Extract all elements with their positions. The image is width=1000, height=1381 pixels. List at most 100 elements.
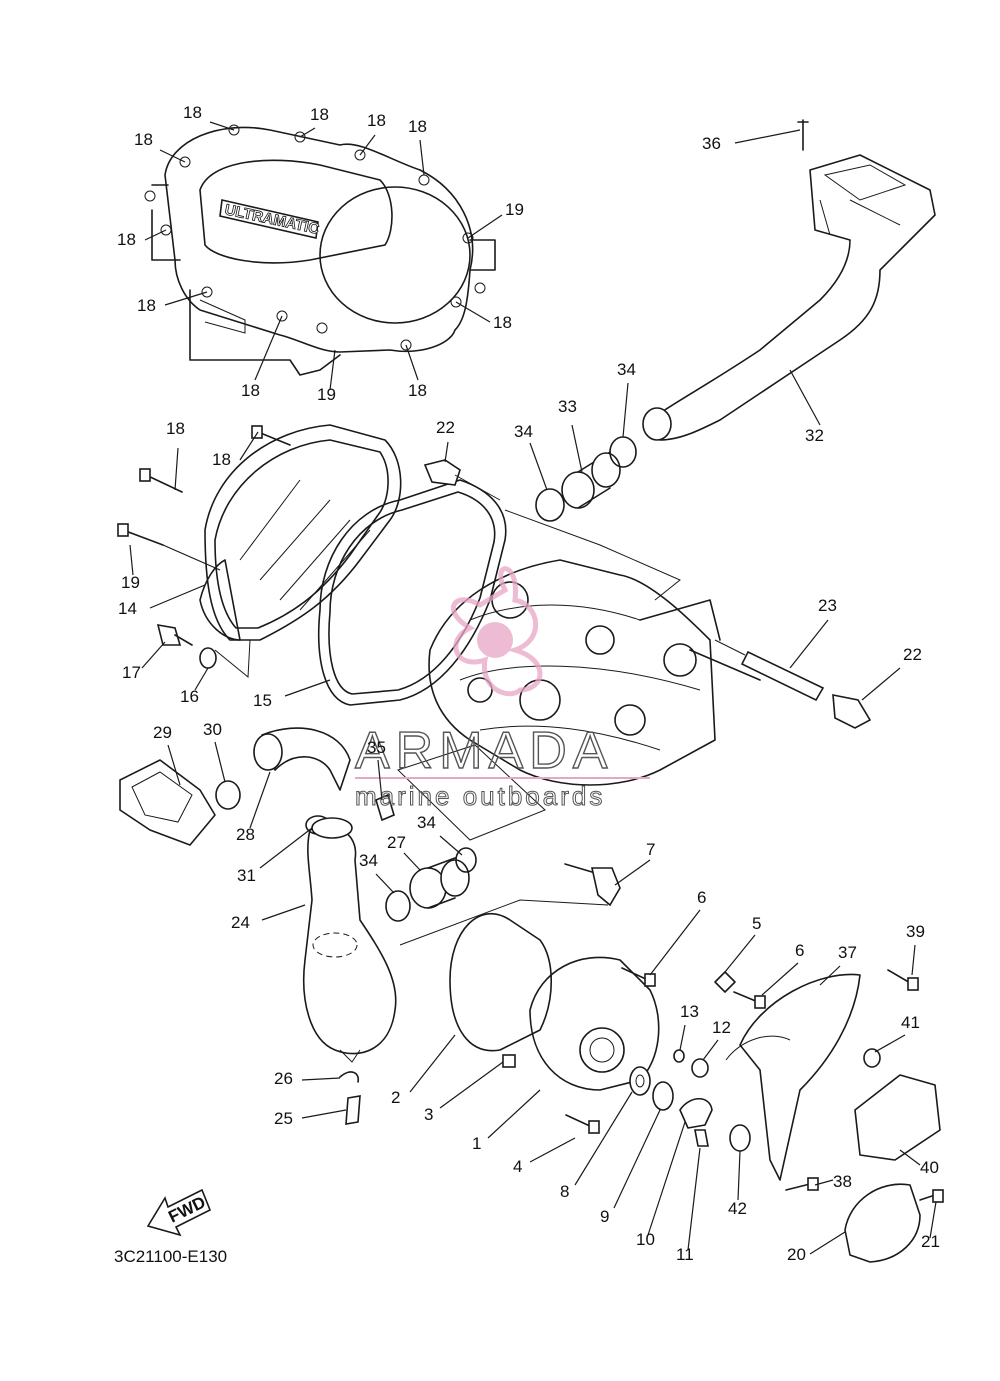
callout-leader-line xyxy=(874,1034,906,1053)
callout-label-19: 19 xyxy=(317,385,336,404)
ultramatic-badge-text: ULTRAMATIC xyxy=(223,201,321,238)
callout-leader-line xyxy=(284,679,331,697)
callout-leader-line xyxy=(529,1137,576,1163)
callout-leader-line xyxy=(724,934,756,973)
callout-leader-line xyxy=(167,744,181,786)
callout-label-5: 5 xyxy=(752,914,761,933)
callout-label-34: 34 xyxy=(514,422,533,441)
part-35-screw xyxy=(375,793,395,822)
callout-leader-line xyxy=(239,431,259,461)
part-2-gasket-lower xyxy=(449,913,553,1052)
part-23-pipe xyxy=(714,639,825,702)
callout-label-30: 30 xyxy=(203,720,222,739)
callout-leader-line xyxy=(789,619,829,669)
callout-label-4: 4 xyxy=(513,1157,522,1176)
callout-leader-line xyxy=(409,1034,456,1093)
callout-leader-line xyxy=(613,1109,661,1209)
part-8-bearing xyxy=(629,1066,651,1096)
callout-label-22: 22 xyxy=(436,418,455,437)
callout-leader-line xyxy=(439,1061,504,1109)
callout-label-1: 1 xyxy=(472,1134,481,1153)
part-34-clamp-d xyxy=(455,847,477,873)
callout-leader-line xyxy=(487,1089,541,1139)
callout-leader-line xyxy=(467,214,503,239)
callout-label-19: 19 xyxy=(121,573,140,592)
callout-leader-line xyxy=(571,424,583,473)
callout-label-34: 34 xyxy=(359,851,378,870)
part-17-bolt xyxy=(156,623,193,646)
callout-label-28: 28 xyxy=(236,825,255,844)
callout-label-18: 18 xyxy=(367,111,386,130)
callout-label-22: 22 xyxy=(903,645,922,664)
callout-leader-line xyxy=(164,291,208,306)
callout-leader-line xyxy=(375,873,395,894)
watermark-brand: ARMADA xyxy=(355,722,613,780)
callout-leader-line xyxy=(194,667,209,691)
watermark-logo xyxy=(450,566,543,697)
callout-label-12: 12 xyxy=(712,1018,731,1037)
part-7-sensor xyxy=(564,863,621,907)
callout-leader-line xyxy=(405,344,419,381)
part-34-clamp-a xyxy=(535,488,565,522)
callout-leader-line xyxy=(159,149,186,163)
callout-label-10: 10 xyxy=(636,1230,655,1249)
callout-label-14: 14 xyxy=(118,599,137,618)
callout-label-34: 34 xyxy=(417,813,436,832)
callout-label-18: 18 xyxy=(117,230,136,249)
callout-leader-line xyxy=(647,1121,686,1236)
part-25-band xyxy=(345,1095,361,1125)
callout-leader-line xyxy=(209,121,235,131)
ultramatic-badge: ULTRAMATIC xyxy=(219,199,321,239)
callout-label-2: 2 xyxy=(391,1088,400,1107)
part-28-intake-duct xyxy=(253,727,351,791)
callout-label-18: 18 xyxy=(310,105,329,124)
part-34-clamp-b xyxy=(609,436,637,468)
callout-label-42: 42 xyxy=(728,1199,747,1218)
part-39-bolt xyxy=(887,969,919,991)
part-24-intake-tube xyxy=(302,817,397,1063)
cvt-inner-cover xyxy=(199,424,402,641)
callout-leader-line xyxy=(261,904,306,921)
callout-leader-line xyxy=(789,369,821,426)
callout-leader-line xyxy=(814,1179,834,1186)
callout-label-7: 7 xyxy=(646,840,655,859)
part-12-plug xyxy=(691,1058,709,1078)
callout-leader-line xyxy=(861,667,901,701)
callout-leader-line xyxy=(439,835,463,856)
part-6-bolt-b xyxy=(733,991,766,1009)
callout-label-9: 9 xyxy=(600,1207,609,1226)
callout-leader-line xyxy=(403,852,421,871)
callout-label-18: 18 xyxy=(134,130,153,149)
callout-label-35: 35 xyxy=(367,738,386,757)
part-42-spacer xyxy=(729,1124,751,1152)
crankcase-bracket-top xyxy=(504,509,681,601)
part-38-bolt xyxy=(785,1177,819,1191)
callout-leader-line xyxy=(444,441,449,463)
fwd-arrow-icon: FWD xyxy=(146,1188,212,1237)
part-10-plate xyxy=(679,1097,713,1129)
part-36-clip xyxy=(797,119,809,151)
callout-label-18: 18 xyxy=(137,296,156,315)
callout-leader-line xyxy=(249,771,271,829)
part-5-clip xyxy=(714,971,736,993)
callout-leader-line xyxy=(761,962,799,996)
callout-leader-line xyxy=(614,859,651,886)
part-22-plug-top xyxy=(423,459,501,501)
callout-label-15: 15 xyxy=(253,691,272,710)
part-16-grommet xyxy=(199,647,217,669)
part-29-intake-box xyxy=(119,759,216,846)
engine-crankcase xyxy=(428,559,761,786)
callout-leader-line xyxy=(622,382,629,438)
part-34-clamp-c xyxy=(385,890,411,922)
callout-label-23: 23 xyxy=(818,596,837,615)
part-37-cover-plate xyxy=(725,973,861,1181)
callout-label-27: 27 xyxy=(387,833,406,852)
part-30-clamp xyxy=(215,780,241,810)
callout-leader-line xyxy=(929,1201,937,1239)
callout-leader-line xyxy=(911,944,916,976)
part-3-dowel xyxy=(502,1054,516,1068)
part-4-bolt xyxy=(565,1114,600,1134)
callout-label-32: 32 xyxy=(805,426,824,445)
